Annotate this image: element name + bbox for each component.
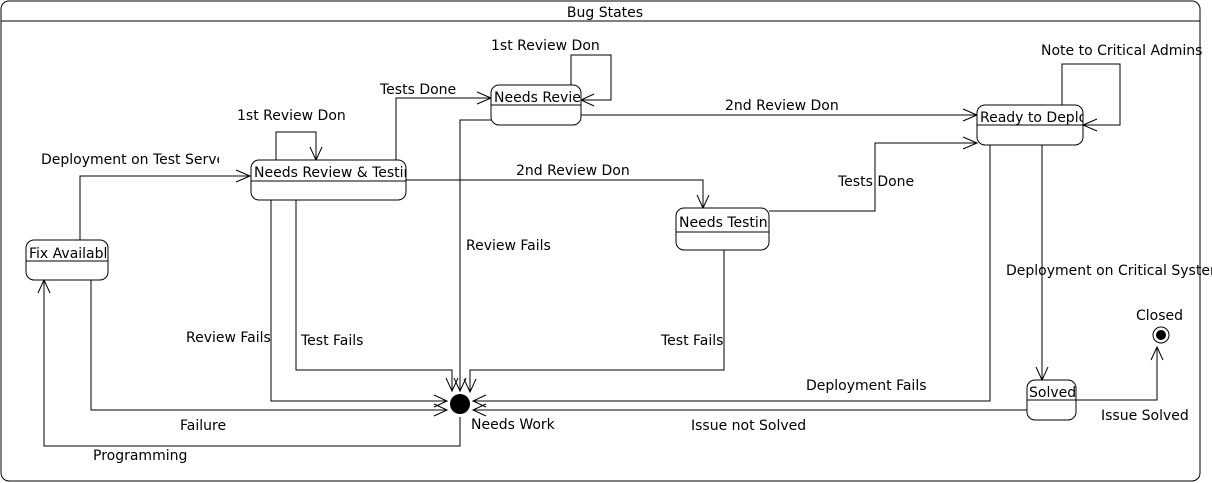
state-fix-available: Fix Available	[25, 239, 116, 281]
transition-test-fails-from-needs-testing	[463, 250, 725, 394]
label-note-critical-admins: Note to Critical Admins	[1041, 43, 1202, 59]
state-ready-to-deploy-label: Ready to Deploy	[980, 110, 1095, 126]
state-closed-label: Closed	[1136, 308, 1183, 324]
state-needs-work-node	[450, 394, 470, 414]
transition-deployment-fails	[471, 145, 991, 408]
label-first-review-done-nr: 1st Review Done	[491, 38, 608, 54]
label-tests-done-lower: Tests Done	[837, 174, 914, 190]
state-ready-to-deploy: Ready to Deploy	[976, 104, 1095, 146]
label-deployment-critical-systems: Deployment on Critical Systems	[1006, 263, 1212, 279]
label-issue-not-solved: Issue not Solved	[691, 418, 806, 434]
state-closed	[1152, 326, 1170, 344]
label-review-fails-nrt: Review Fails	[186, 330, 271, 346]
state-needs-review: Needs Review	[490, 84, 592, 126]
transition-issue-not-solved	[471, 403, 1027, 417]
label-test-fails-needs-testing: Test Fails	[660, 333, 723, 349]
label-failure: Failure	[180, 418, 226, 434]
transition-tests-done-to-ready	[769, 136, 979, 212]
transition-review-fails-from-nrt	[270, 200, 449, 408]
label-issue-solved: Issue Solved	[1101, 408, 1189, 424]
transition-issue-solved	[1076, 345, 1164, 401]
transition-deployment-test-server	[79, 169, 252, 240]
diagram-title: Bug States	[567, 5, 643, 21]
label-programming: Programming	[93, 448, 187, 464]
state-fix-available-label: Fix Available	[29, 246, 116, 262]
label-review-fails-needs-review: Review Fails	[466, 238, 551, 254]
label-test-fails-nrt: Test Fails	[300, 333, 363, 349]
state-solved-label: Solved	[1029, 385, 1076, 401]
transition-failure	[90, 280, 449, 417]
transition-test-fails-from-nrt	[295, 200, 459, 393]
label-second-review-done-lower: 2nd Review Done	[516, 163, 638, 179]
state-needs-testing-label: Needs Testing	[679, 215, 777, 231]
label-tests-done-upper: Tests Done	[379, 82, 456, 98]
label-first-review-done-nrt: 1st Review Done	[237, 108, 354, 124]
state-needs-review-testing-label: Needs Review & Testing	[254, 165, 421, 181]
state-needs-work-label: Needs Work	[471, 417, 556, 433]
label-second-review-done-upper: 2nd Review Done	[725, 98, 847, 114]
state-needs-review-testing: Needs Review & Testing	[250, 159, 421, 201]
label-deployment-fails: Deployment Fails	[806, 378, 927, 394]
state-needs-review-label: Needs Review	[494, 90, 592, 106]
state-needs-testing: Needs Testing	[675, 207, 777, 251]
label-deployment-test-server: Deployment on Test Server	[41, 152, 231, 168]
state-solved: Solved	[1026, 379, 1077, 421]
